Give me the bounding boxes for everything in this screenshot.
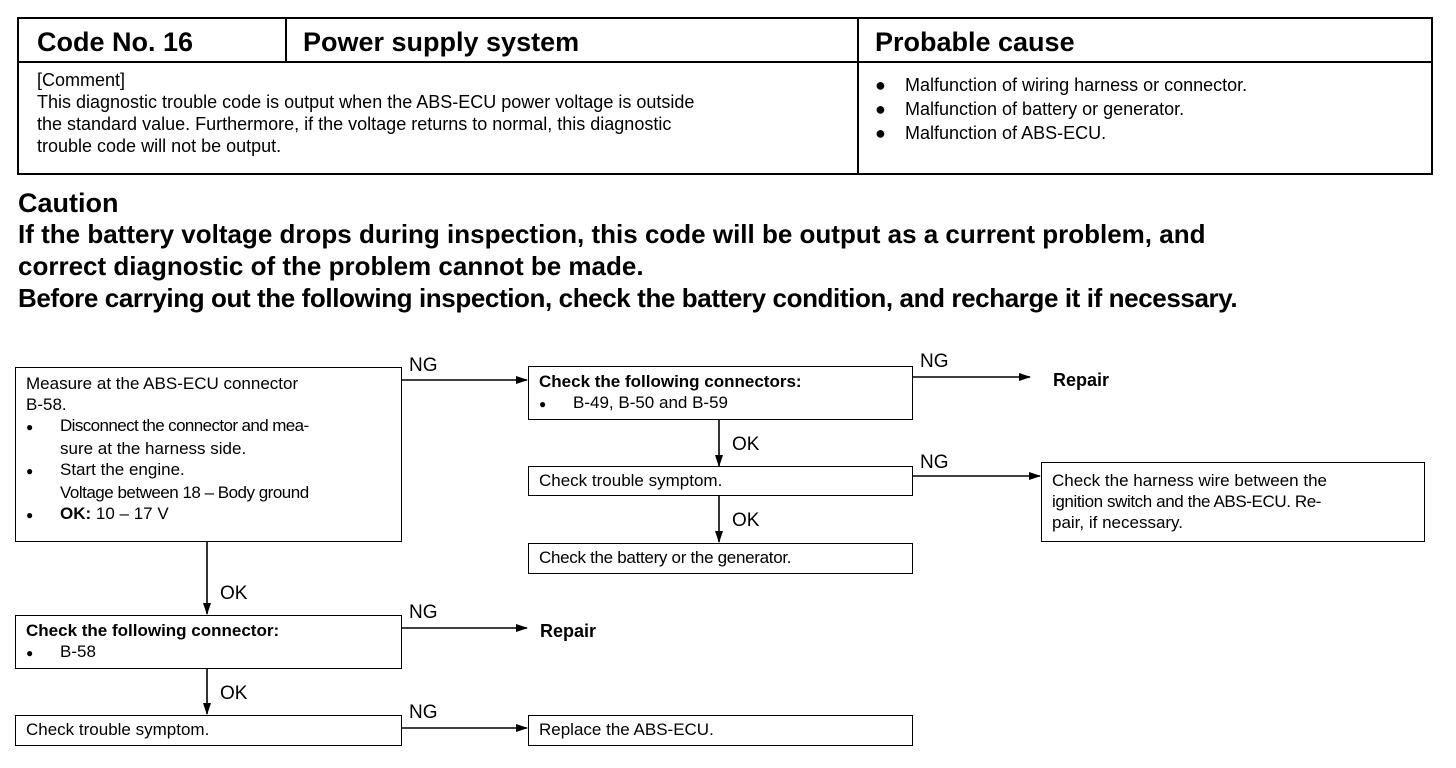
ok-spec-label: OK: [60,504,92,523]
bullet-icon: ● [26,646,34,660]
ng-label: NG [409,355,438,376]
bullet-icon: ● [26,420,34,434]
bullet-icon: ● [875,75,886,95]
connectors-list: B-49, B-50 and B-59 [573,393,728,412]
probable-cause-title: Probable cause [875,27,1075,57]
check-connectors-title: Check the following connectors: [539,372,802,391]
measure-bullet-item: ● Disconnect the connector and mea- [26,415,391,438]
cause-cell: ● Malfunction of wiring harness or connec… [857,61,1433,175]
system-title: Power supply system [303,27,580,57]
comment-line: trouble code will not be output. [37,136,282,156]
harness-line: pair, if necessary. [1052,513,1184,532]
bullet-icon: ● [875,99,886,119]
measure-text: Start the engine. [60,460,185,479]
ok-spec-value: 10 – 17 V [91,504,169,523]
check-symptom-text: Check trouble symptom. [539,471,723,490]
comment-heading: [Comment] [37,70,126,90]
measure-text: Disconnect the connector and mea- [60,416,309,435]
ng-label: NG [920,452,949,473]
caution-line: Before carrying out the following inspec… [18,283,1238,313]
measure-text: Voltage between 18 – Body ground [60,483,309,502]
ok-label: OK [220,683,248,704]
cause-item: ● Malfunction of battery or generator. [875,97,1247,121]
bullet-icon: ● [26,464,34,478]
harness-line: ignition switch and the ABS-ECU. Re- [1052,492,1322,511]
measure-text: sure at the harness side. [60,439,247,458]
replace-ecu-box: Replace the ABS-ECU. [528,715,913,746]
comment-line: This diagnostic trouble code is output w… [37,92,695,112]
check-connector-title: Check the following connector: [26,621,280,640]
caution-block: Caution If the battery voltage drops dur… [18,188,1238,314]
check-connectors-item: ● B-49, B-50 and B-59 [539,392,902,415]
cause-item: ● Malfunction of wiring harness or connec… [875,73,1247,97]
bullet-icon: ● [875,123,886,143]
caution-title: Caution [18,188,119,218]
measure-line: B-58. [26,395,67,414]
check-battery-box: Check the battery or the generator. [528,543,913,574]
bullet-icon: ● [539,397,547,411]
harness-line: Check the harness wire between the [1052,471,1327,490]
check-symptom-text: Check trouble symptom. [26,720,210,739]
comment-text: [Comment] This diagnostic trouble code i… [37,69,694,157]
ok-label: OK [220,583,248,604]
caution-line: correct diagnostic of the problem cannot… [18,251,644,281]
measure-box: Measure at the ABS-ECU connector B-58. ●… [15,367,402,542]
check-battery-text: Check the battery or the generator. [539,548,792,567]
check-connector-item: ● B-58 [26,641,391,664]
measure-line: Measure at the ABS-ECU connector [26,374,299,393]
bullet-icon: ● [26,508,34,522]
ng-label: NG [920,351,949,372]
check-connector-box: Check the following connector: ● B-58 [15,615,402,669]
repair-label: Repair [1053,370,1110,390]
ng-label: NG [409,702,438,723]
cause-text: Malfunction of ABS-ECU. [905,123,1107,143]
connector-name: B-58 [60,642,96,661]
check-symptom-right-box: Check trouble symptom. [528,466,913,496]
measure-bullet-item: ● Start the engine. [26,459,391,482]
ng-label: NG [409,602,438,623]
ok-label: OK [732,434,760,455]
cause-item: ● Malfunction of ABS-ECU. [875,121,1247,145]
replace-ecu-text: Replace the ABS-ECU. [539,720,714,739]
caution-line: If the battery voltage drops during insp… [18,219,1206,249]
measure-bullet-item: ● OK: 10 – 17 V [26,503,391,526]
code-number: Code No. 16 [37,27,194,57]
cause-list: ● Malfunction of wiring harness or connec… [875,73,1247,145]
comment-line: the standard value. Furthermore, if the … [37,114,672,134]
check-connectors-box: Check the following connectors: ● B-49, B… [528,366,913,420]
ok-label: OK [732,510,760,531]
harness-check-box: Check the harness wire between the ignit… [1041,462,1425,542]
repair-label: Repair [540,621,597,641]
check-symptom-left-box: Check trouble symptom. [15,715,402,746]
cause-text: Malfunction of battery or generator. [905,99,1185,119]
cause-text: Malfunction of wiring harness or connect… [905,75,1248,95]
